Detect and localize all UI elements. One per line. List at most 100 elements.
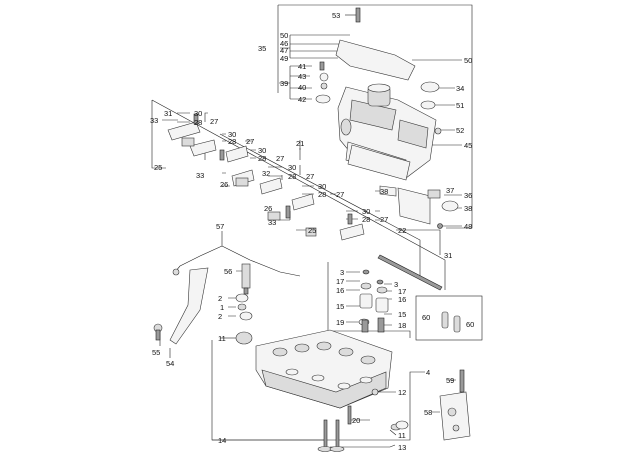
callout: 38 bbox=[380, 187, 388, 196]
callout: 4 bbox=[426, 368, 430, 377]
callout: 2 bbox=[218, 294, 222, 303]
callout: 25 bbox=[154, 163, 162, 172]
callout: 1 bbox=[220, 303, 224, 312]
callout: 33 bbox=[268, 218, 276, 227]
callout: 26 bbox=[220, 180, 228, 189]
callout: 30 bbox=[258, 146, 266, 155]
callout: 50 bbox=[280, 31, 288, 40]
callout: 57 bbox=[216, 222, 224, 231]
callout: 17 bbox=[336, 277, 344, 286]
breather-parts bbox=[379, 185, 459, 229]
callout: 56 bbox=[224, 267, 232, 276]
callout: 51 bbox=[456, 101, 464, 110]
callout: 27 bbox=[306, 172, 314, 181]
callout: 32 bbox=[262, 169, 270, 178]
lifting-bracket bbox=[169, 267, 209, 345]
callout: 33 bbox=[196, 171, 204, 180]
callout: 47 bbox=[280, 46, 288, 55]
fuel-return-pipe bbox=[174, 245, 301, 277]
callout: 42 bbox=[298, 95, 306, 104]
callout-labels: 53 50 46 47 49 35 50 41 43 40 39 42 34 5… bbox=[150, 11, 474, 452]
pushrod bbox=[377, 254, 443, 291]
dowel-pins bbox=[441, 311, 461, 333]
callout: 39 bbox=[280, 79, 288, 88]
callout: 54 bbox=[166, 359, 174, 368]
callout: 58 bbox=[424, 408, 432, 417]
callout: 31 bbox=[444, 251, 452, 260]
callout: 26 bbox=[264, 204, 272, 213]
valves bbox=[317, 405, 409, 452]
callout: 28 bbox=[258, 154, 266, 163]
cover-hardware bbox=[315, 7, 361, 104]
callout: 52 bbox=[456, 126, 464, 135]
callout: 22 bbox=[398, 226, 406, 235]
callout: 28 bbox=[194, 118, 202, 127]
callout: 15 bbox=[398, 310, 406, 319]
callout: 28 bbox=[362, 215, 370, 224]
plug-cap bbox=[235, 331, 253, 345]
callout: 55 bbox=[152, 348, 160, 357]
callout: 19 bbox=[336, 318, 344, 327]
callout: 41 bbox=[298, 62, 306, 71]
callout: 13 bbox=[398, 443, 406, 452]
cylinder-head bbox=[255, 329, 393, 409]
bolt-55 bbox=[153, 323, 163, 341]
callout: 18 bbox=[398, 321, 406, 330]
bolt-52 bbox=[434, 127, 442, 135]
callout: 43 bbox=[298, 72, 306, 81]
oil-cap bbox=[420, 81, 440, 93]
callout: 59 bbox=[446, 376, 454, 385]
callout: 36 bbox=[464, 191, 472, 200]
callout: 60 bbox=[466, 320, 474, 329]
callout: 30 bbox=[228, 130, 236, 139]
callout: 53 bbox=[332, 11, 340, 20]
rear-bracket bbox=[439, 369, 471, 441]
callout: 50 bbox=[464, 56, 472, 65]
callout: 27 bbox=[246, 137, 254, 146]
callout: 20 bbox=[352, 416, 360, 425]
callout: 27 bbox=[380, 215, 388, 224]
callout: 12 bbox=[398, 388, 406, 397]
callout: 31 bbox=[164, 109, 172, 118]
callout: 30 bbox=[362, 207, 370, 216]
callout: 28 bbox=[318, 190, 326, 199]
callout: 35 bbox=[258, 44, 266, 53]
callout: 34 bbox=[456, 84, 464, 93]
callout: 11 bbox=[398, 431, 406, 440]
callout: 28 bbox=[228, 137, 236, 146]
cover-gasket bbox=[347, 144, 411, 181]
callout: 14 bbox=[218, 436, 226, 445]
callout: 16 bbox=[398, 295, 406, 304]
callout: 21 bbox=[296, 139, 304, 148]
callout: 3 bbox=[394, 280, 398, 289]
callout: 33 bbox=[150, 116, 158, 125]
glow-plug-washers bbox=[235, 293, 253, 321]
callout: 3 bbox=[340, 268, 344, 277]
callout: 30 bbox=[194, 109, 202, 118]
callout: 15 bbox=[336, 302, 344, 311]
callout: 16 bbox=[336, 286, 344, 295]
callout: 30 bbox=[318, 182, 326, 191]
callout: 38 bbox=[464, 204, 472, 213]
callout: 45 bbox=[464, 141, 472, 150]
parts bbox=[153, 7, 471, 452]
callout: 27 bbox=[336, 190, 344, 199]
valve-springs bbox=[358, 269, 389, 333]
callout: 17 bbox=[398, 287, 406, 296]
callout: 46 bbox=[280, 39, 288, 48]
callout: 28 bbox=[288, 172, 296, 181]
callout: 2 bbox=[218, 312, 222, 321]
callout: 27 bbox=[276, 154, 284, 163]
callout: 25 bbox=[308, 226, 316, 235]
rocker-arms bbox=[167, 113, 365, 241]
callout: 37 bbox=[446, 186, 454, 195]
callout: 40 bbox=[298, 83, 306, 92]
callout: 48 bbox=[464, 222, 472, 231]
callout: 27 bbox=[210, 117, 218, 126]
callout: 49 bbox=[280, 54, 288, 63]
callout: 60 bbox=[422, 313, 430, 322]
injector bbox=[241, 263, 251, 295]
callout: 30 bbox=[288, 163, 296, 172]
oil-cap-seal bbox=[420, 100, 436, 110]
